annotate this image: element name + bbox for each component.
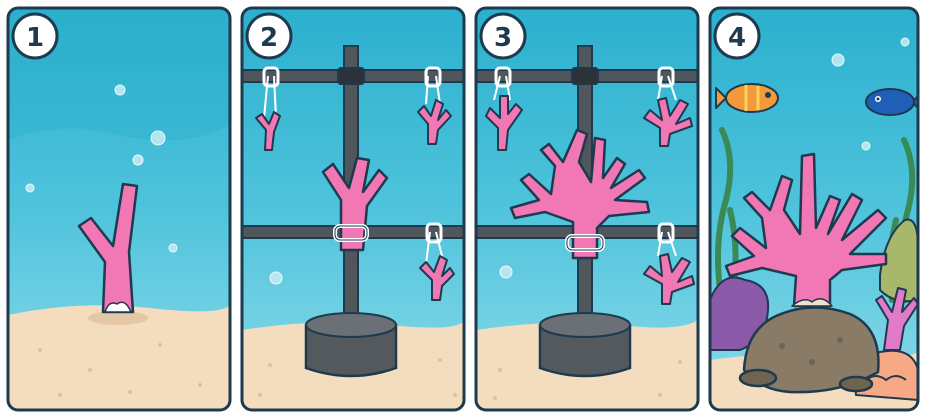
panel-2: 2 [242,8,464,410]
step-number-2: 2 [260,23,278,53]
step-number-1: 1 [26,23,44,53]
panel-4: 4 [710,8,922,410]
panel-1: 1 [8,8,230,410]
step-number-4: 4 [728,23,746,53]
panel-3: 3 [476,8,698,410]
step-number-3: 3 [494,23,512,53]
